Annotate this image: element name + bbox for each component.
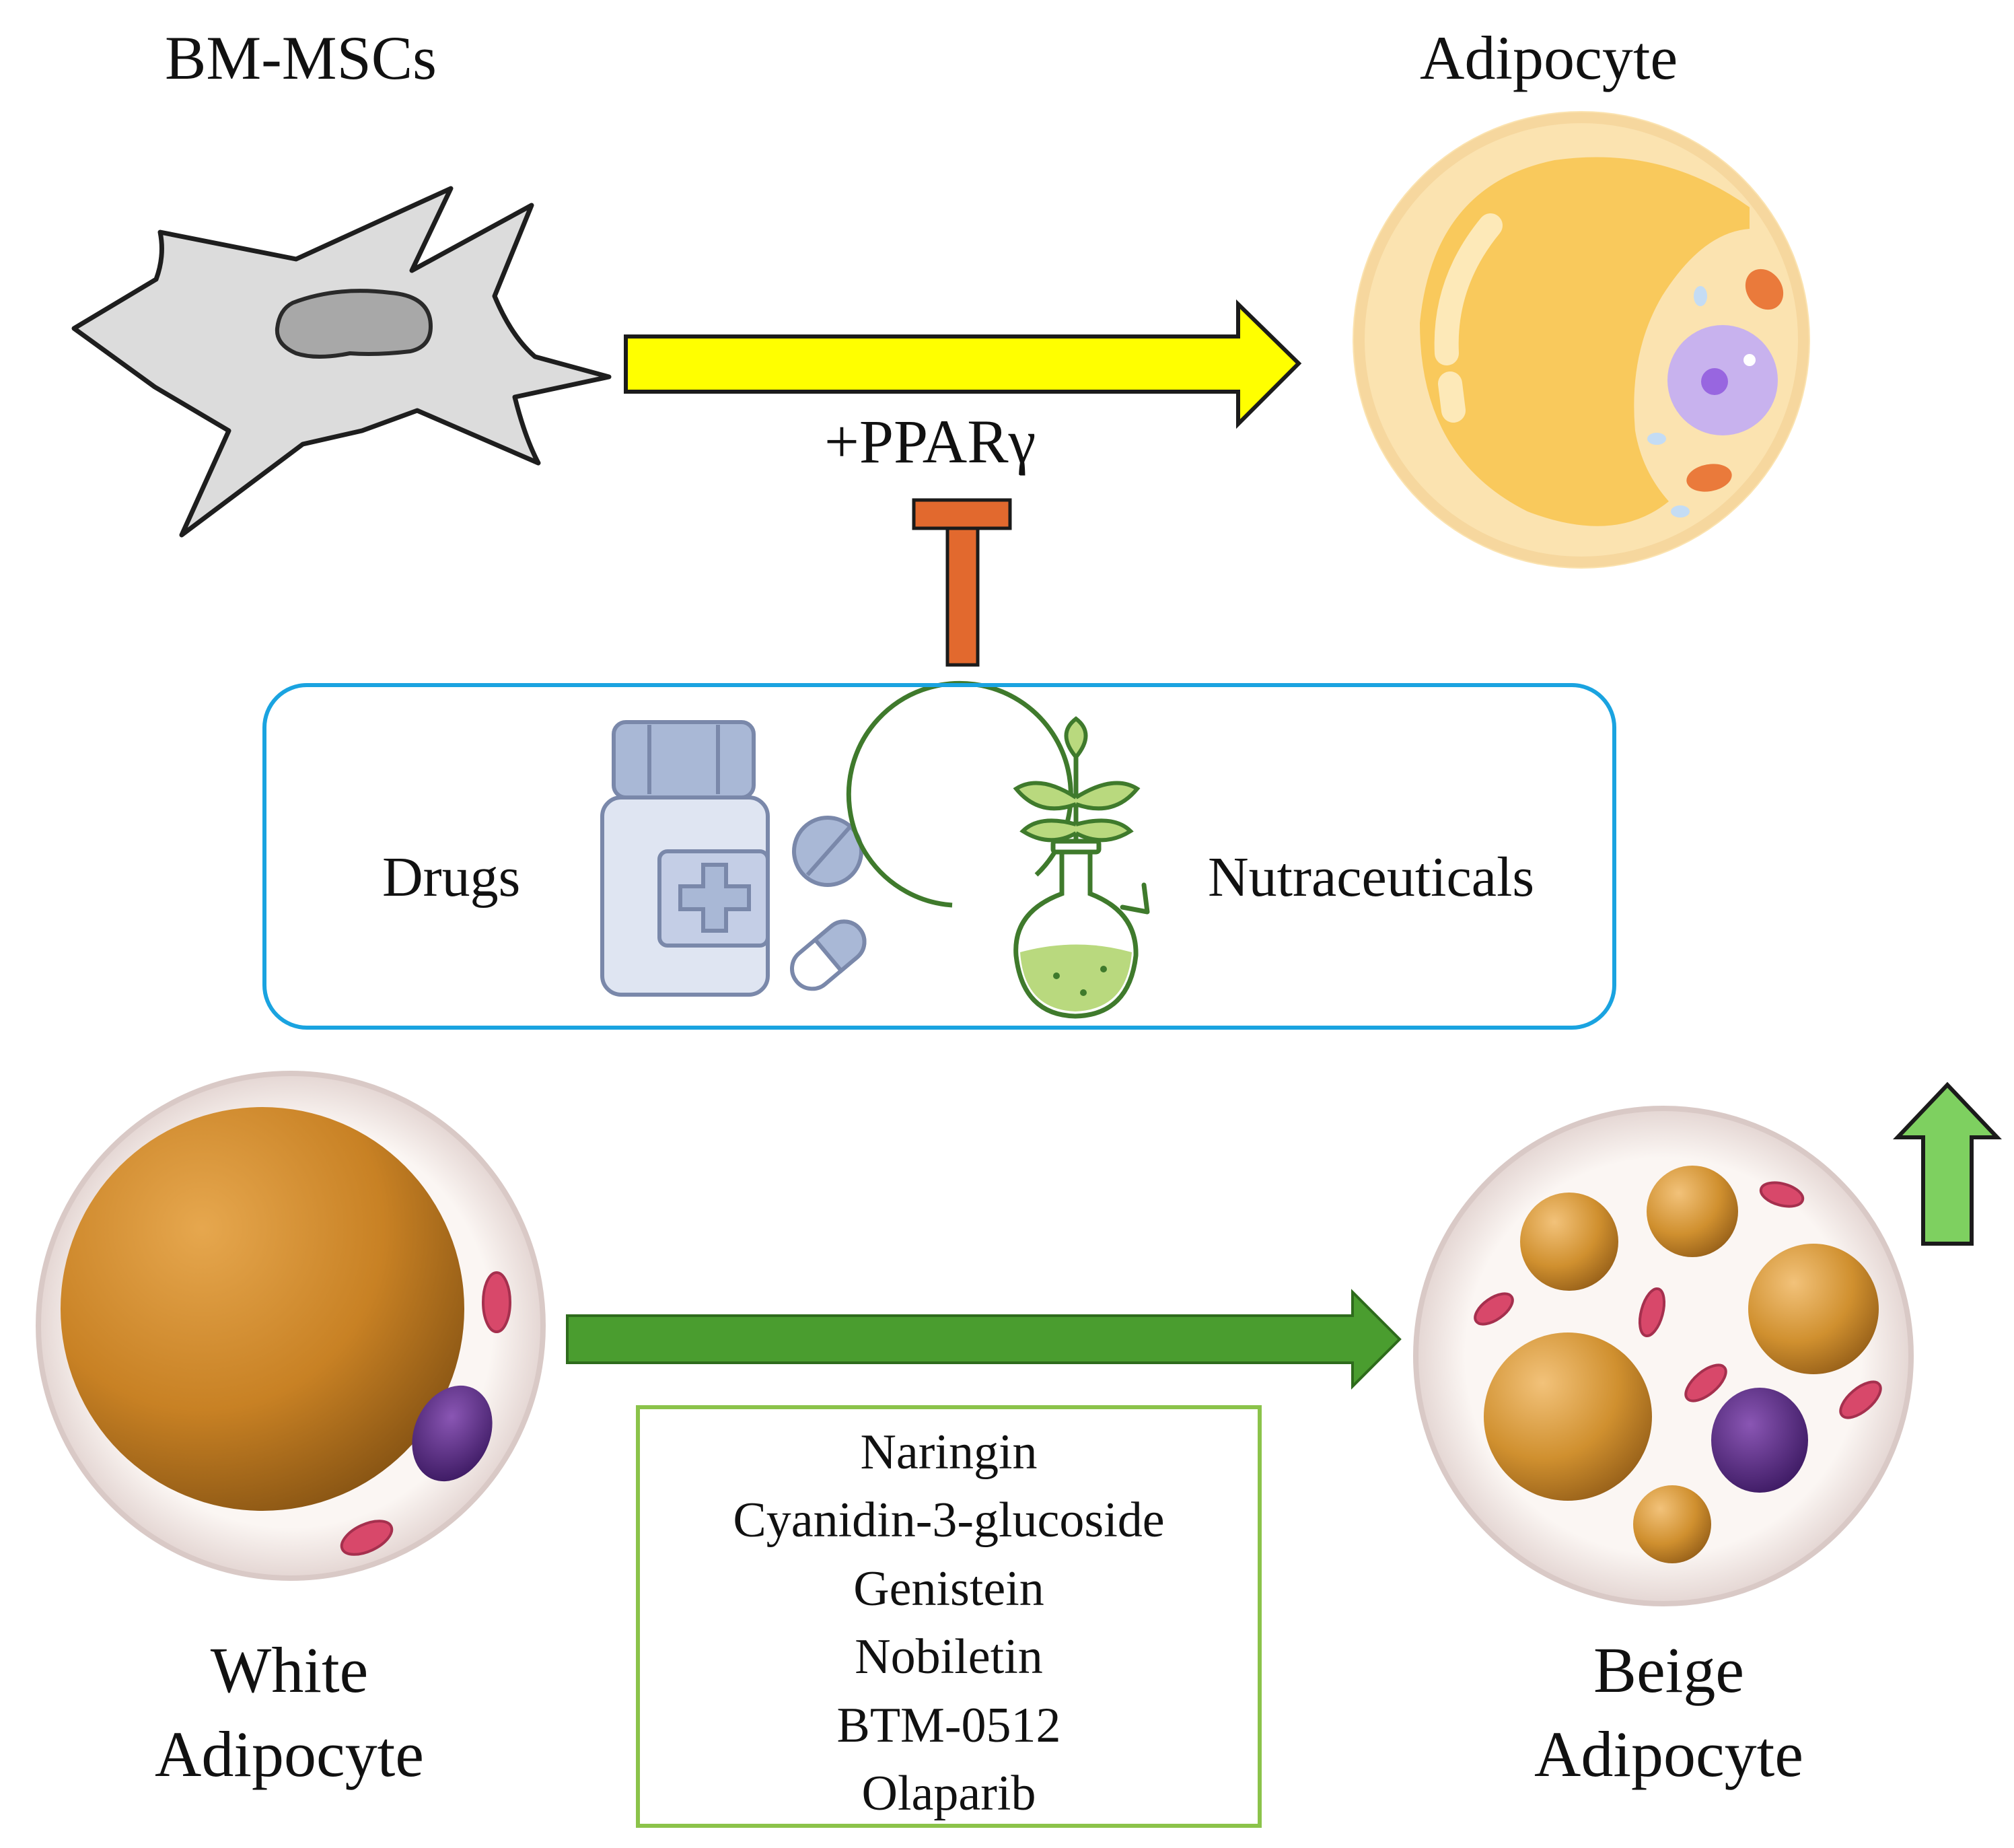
white-adipocyte-label: White Adipocyte bbox=[108, 1629, 471, 1797]
beige-adipocyte-icon bbox=[1413, 1106, 1914, 1606]
nutraceuticals-label: Nutraceuticals bbox=[1208, 846, 1535, 909]
beige-adipocyte-label-line2: Adipocyte bbox=[1534, 1717, 1803, 1790]
plant-flask-icon bbox=[846, 680, 1150, 1019]
compound-item: Nobiletin bbox=[855, 1629, 1043, 1685]
white-adipocyte-label-line2: Adipocyte bbox=[155, 1717, 424, 1790]
compound-list: Naringin Cyanidin-3-glucoside Genistein … bbox=[636, 1419, 1262, 1828]
adipocyte-icon bbox=[1353, 111, 1810, 569]
upregulation-arrow bbox=[1893, 1081, 2002, 1246]
compound-item: Naringin bbox=[860, 1425, 1038, 1480]
pparg-label: +PPARγ bbox=[824, 407, 1036, 476]
compound-item: Olaparib bbox=[861, 1765, 1036, 1821]
drugs-label: Drugs bbox=[382, 846, 521, 909]
capsule-icon bbox=[790, 919, 867, 991]
compound-item: Cyanidin-3-glucoside bbox=[733, 1493, 1165, 1549]
compound-item: BTM-0512 bbox=[836, 1697, 1061, 1753]
beige-adipocyte-label-line1: Beige bbox=[1593, 1634, 1744, 1706]
compound-item: Genistein bbox=[853, 1561, 1044, 1616]
compound-list-box bbox=[636, 1405, 1262, 1828]
browning-arrow bbox=[566, 1289, 1402, 1390]
inhibition-bar bbox=[912, 498, 1012, 667]
medicine-bottle-icon bbox=[600, 720, 770, 997]
intervention-box bbox=[262, 683, 1616, 1030]
adipocyte-label: Adipocyte bbox=[1420, 24, 1678, 92]
beige-adipocyte-label: Beige Adipocyte bbox=[1487, 1629, 1850, 1797]
pill-icon bbox=[792, 816, 863, 887]
msc-label: BM-MSCs bbox=[165, 24, 437, 92]
white-adipocyte-label-line1: White bbox=[210, 1634, 369, 1706]
white-adipocyte-icon bbox=[36, 1071, 546, 1581]
adipogenesis-arrow bbox=[624, 299, 1302, 429]
msc-cell-icon bbox=[71, 186, 612, 538]
